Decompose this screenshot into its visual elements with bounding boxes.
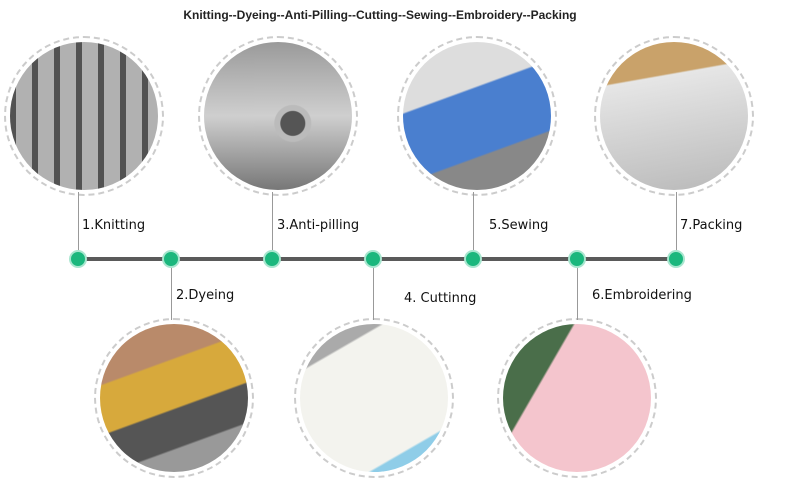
dyeing-photo [94,318,254,478]
step-label-embroidering: 6.Embroidering [592,288,692,303]
connector [171,258,172,320]
timeline-node-2 [162,250,180,268]
step-label-knitting: 1.Knitting [82,218,146,233]
sewing-photo [397,36,557,196]
step-label-sewing: 5.Sewing [489,218,549,233]
timeline-node-6 [568,250,586,268]
connector [373,258,374,320]
packing-photo [594,36,754,196]
connector [272,192,273,258]
knitting-photo [4,36,164,196]
connector [676,192,677,258]
embroidering-photo [497,318,657,478]
connector [473,192,474,258]
anti-pilling-photo [198,36,358,196]
process-title: Knitting--Dyeing--Anti-Pilling--Cutting-… [183,8,577,22]
connector [577,258,578,320]
connector [78,192,79,258]
timeline-node-1 [69,250,87,268]
timeline-node-4 [364,250,382,268]
step-label-packing: 7.Packing [680,218,743,233]
step-label-anti-pilling: 3.Anti-pilling [277,218,360,233]
timeline-node-7 [667,250,685,268]
step-label-dyeing: 2.Dyeing [176,288,235,303]
step-label-cutting: 4. Cuttinng [404,291,477,306]
cutting-photo [294,318,454,478]
timeline-node-5 [464,250,482,268]
timeline-node-3 [263,250,281,268]
